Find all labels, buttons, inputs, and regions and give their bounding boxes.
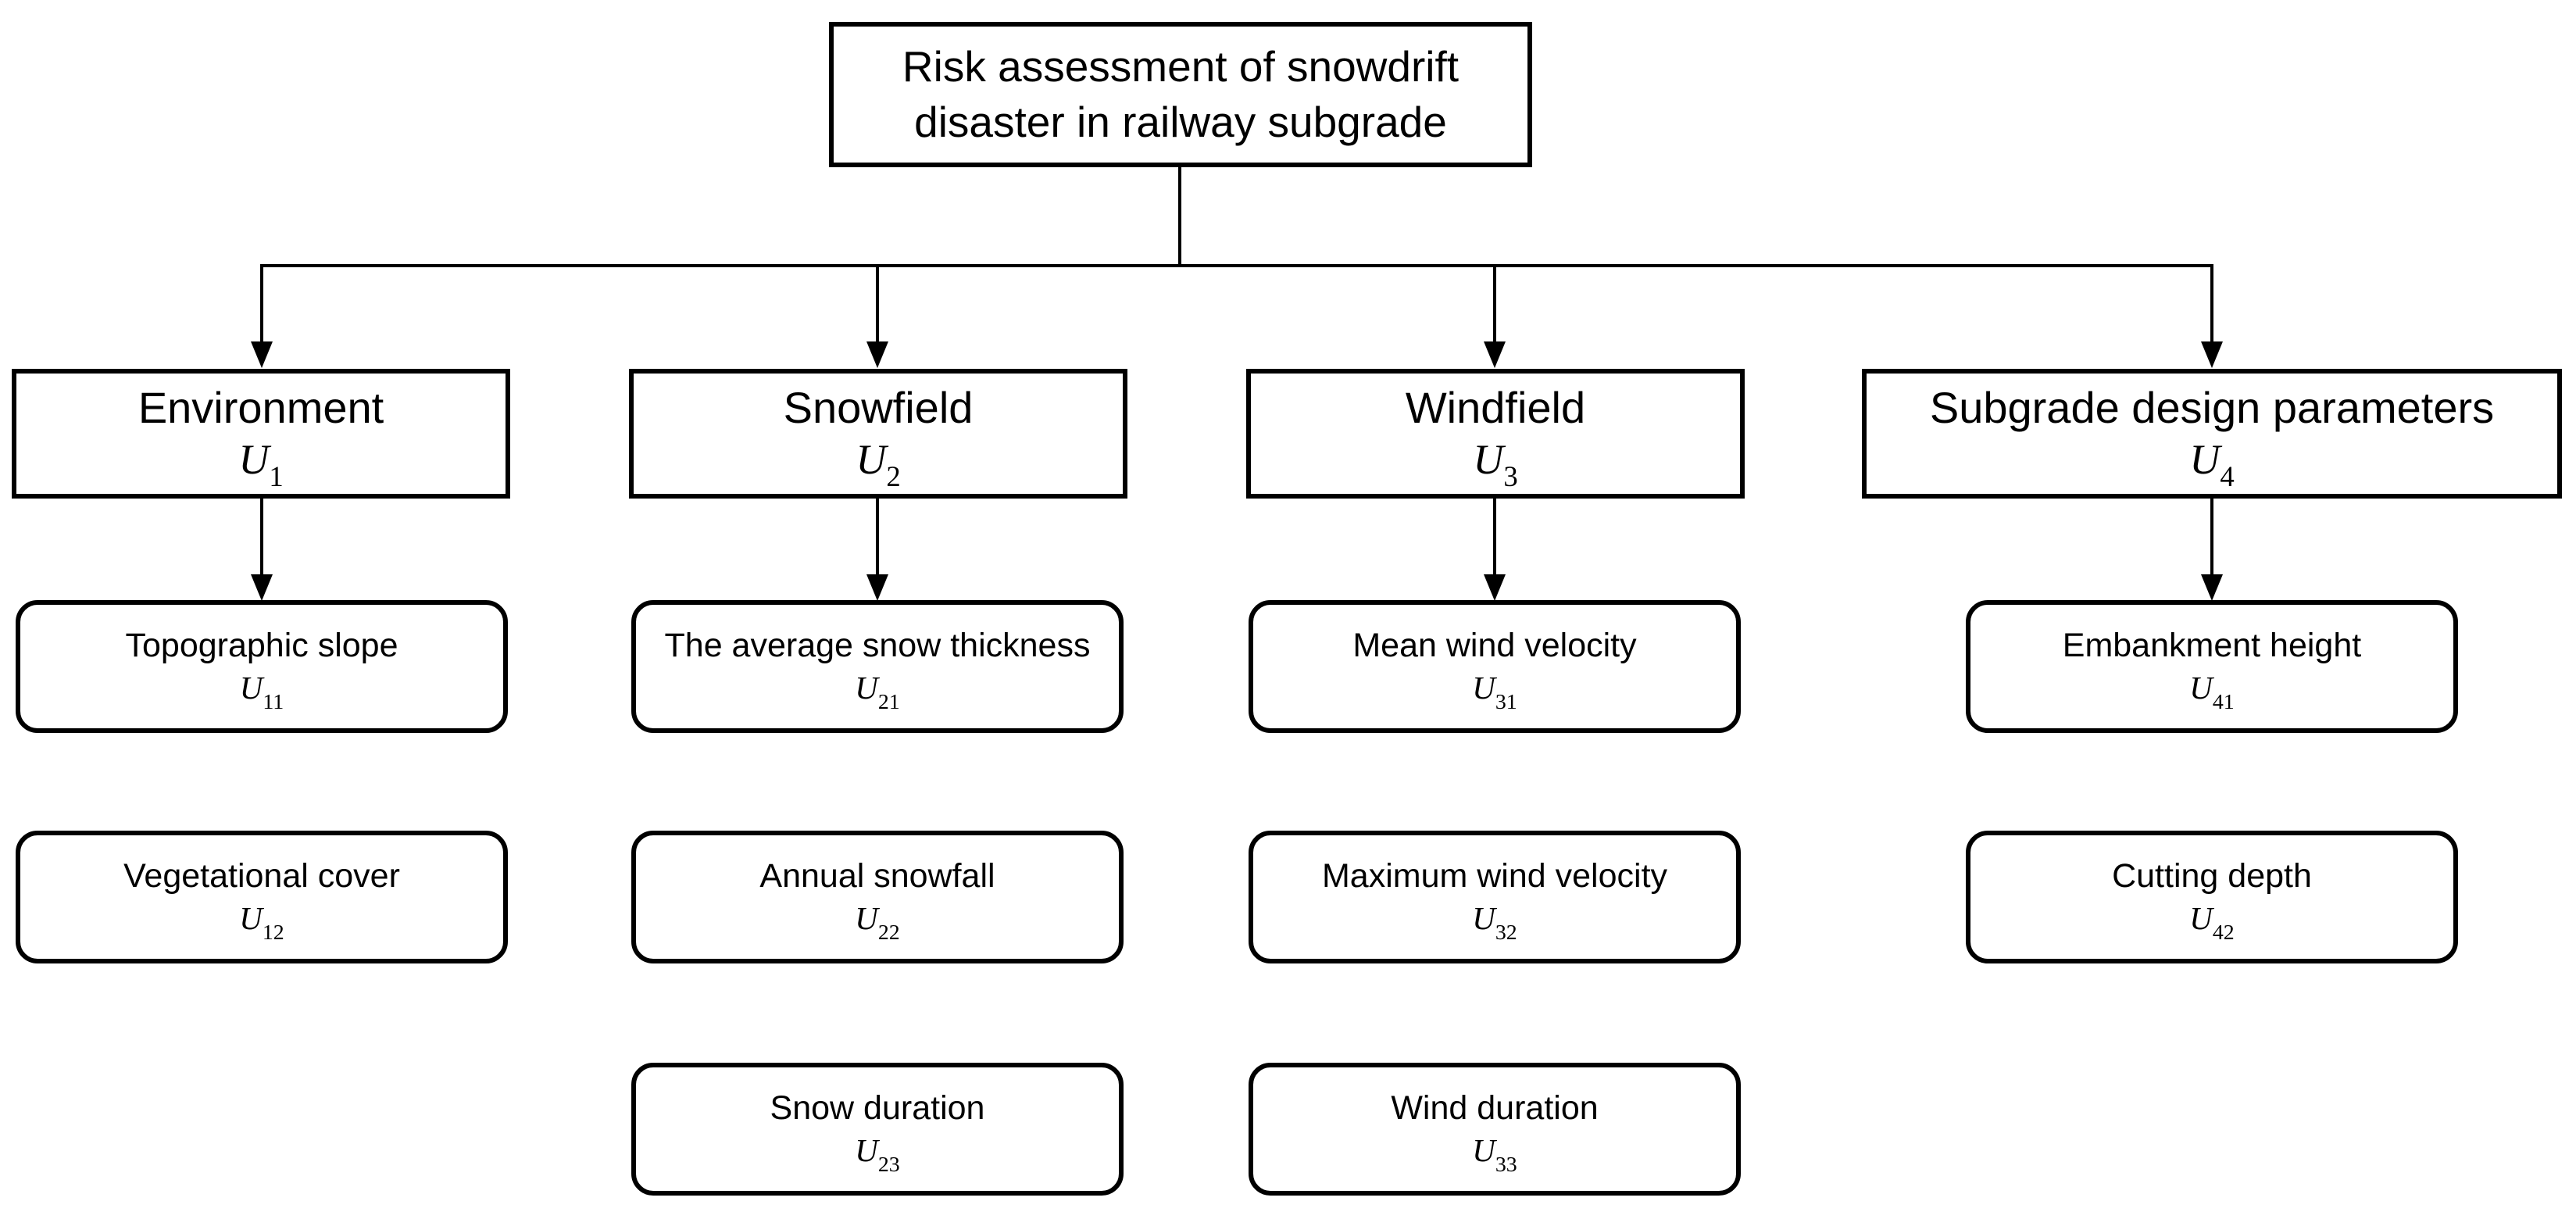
node-snowfield: Snowfield U2 — [629, 369, 1127, 499]
node-embankment-height-label: Embankment height — [2062, 626, 2362, 664]
arrowhead-windfield-icon — [1484, 341, 1506, 368]
node-environment: Environment U1 — [12, 369, 510, 499]
node-subgrade-symbol: U4 — [2189, 436, 2235, 493]
node-environment-symbol: U1 — [238, 436, 284, 493]
node-annual-snowfall-label: Annual snowfall — [759, 856, 995, 895]
node-vegetational-cover: Vegetational cover U12 — [16, 831, 508, 963]
node-snowfield-symbol: U2 — [856, 436, 901, 493]
node-topographic-slope: Topographic slope U11 — [16, 600, 508, 733]
node-snow-duration-label: Snow duration — [770, 1089, 985, 1127]
node-root: Risk assessment of snowdrift disaster in… — [829, 22, 1532, 167]
node-cutting-depth-symbol: U42 — [2189, 900, 2235, 945]
connector-subgrade-child — [2210, 499, 2213, 575]
node-embankment-height-symbol: U41 — [2189, 670, 2235, 714]
connector-drop-environment — [260, 264, 263, 342]
node-vegetational-cover-label: Vegetational cover — [123, 856, 400, 895]
node-snow-duration: Snow duration U23 — [631, 1063, 1124, 1196]
connector-environment-child — [260, 499, 263, 575]
node-annual-snowfall-symbol: U22 — [855, 900, 900, 945]
node-vegetational-cover-symbol: U12 — [239, 900, 284, 945]
node-maximum-wind-velocity-label: Maximum wind velocity — [1321, 856, 1668, 895]
node-wind-duration-symbol: U33 — [1472, 1132, 1517, 1177]
node-windfield-symbol: U3 — [1473, 436, 1518, 493]
arrowhead-embankment-height-icon — [2201, 574, 2223, 601]
arrowhead-snowfield-icon — [866, 341, 888, 368]
node-environment-label: Environment — [138, 383, 384, 433]
node-wind-duration-label: Wind duration — [1391, 1089, 1599, 1127]
arrowhead-average-snow-thickness-icon — [866, 574, 888, 601]
node-annual-snowfall: Annual snowfall U22 — [631, 831, 1124, 963]
connector-drop-snowfield — [876, 264, 879, 342]
node-snowfield-label: Snowfield — [783, 383, 974, 433]
node-cutting-depth-label: Cutting depth — [2112, 856, 2312, 895]
node-maximum-wind-velocity: Maximum wind velocity U32 — [1249, 831, 1741, 963]
arrowhead-subgrade-icon — [2201, 341, 2223, 368]
node-average-snow-thickness: The average snow thickness U21 — [631, 600, 1124, 733]
connector-windfield-child — [1493, 499, 1496, 575]
connector-drop-subgrade — [2210, 264, 2213, 342]
node-topographic-slope-symbol: U11 — [239, 670, 284, 714]
node-subgrade-label: Subgrade design parameters — [1929, 383, 2495, 433]
node-maximum-wind-velocity-symbol: U32 — [1472, 900, 1517, 945]
node-cutting-depth: Cutting depth U42 — [1966, 831, 2458, 963]
node-windfield: Windfield U3 — [1246, 369, 1745, 499]
node-topographic-slope-label: Topographic slope — [125, 626, 398, 664]
arrowhead-topographic-slope-icon — [251, 574, 273, 601]
node-windfield-label: Windfield — [1405, 383, 1586, 433]
arrowhead-mean-wind-velocity-icon — [1484, 574, 1506, 601]
node-mean-wind-velocity-label: Mean wind velocity — [1352, 626, 1637, 664]
node-subgrade-design-parameters: Subgrade design parameters U4 — [1862, 369, 2562, 499]
arrowhead-environment-icon — [251, 341, 273, 368]
connector-snowfield-child — [876, 499, 879, 575]
node-average-snow-thickness-symbol: U21 — [855, 670, 900, 714]
node-mean-wind-velocity: Mean wind velocity U31 — [1249, 600, 1741, 733]
node-mean-wind-velocity-symbol: U31 — [1472, 670, 1517, 714]
node-embankment-height: Embankment height U41 — [1966, 600, 2458, 733]
connector-drop-windfield — [1493, 264, 1496, 342]
node-average-snow-thickness-label: The average snow thickness — [664, 626, 1091, 664]
node-wind-duration: Wind duration U33 — [1249, 1063, 1741, 1196]
node-snow-duration-symbol: U23 — [855, 1132, 900, 1177]
node-root-label: Risk assessment of snowdrift disaster in… — [902, 41, 1459, 147]
connector-distribution-bar — [260, 264, 2213, 267]
connector-root-trunk — [1178, 167, 1181, 266]
